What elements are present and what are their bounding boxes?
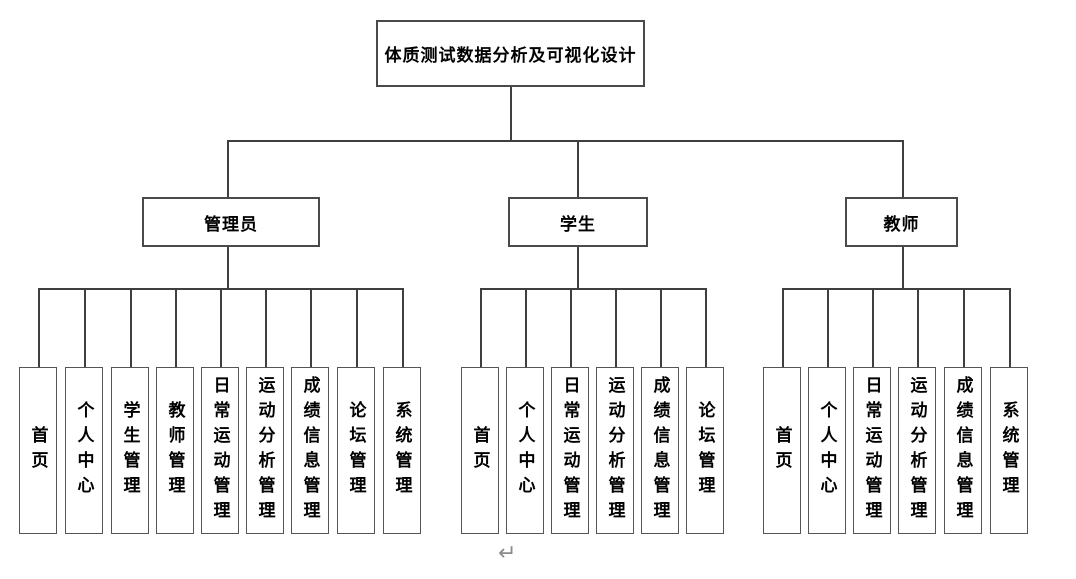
node-label: 日常运动管理 xyxy=(210,375,230,526)
node-label: 运动分析管理 xyxy=(605,375,625,526)
connector-leaf-drop xyxy=(480,288,482,368)
node-label: 成绩信息管理 xyxy=(953,375,973,526)
node-teacher-profile-center: 个人中心 xyxy=(808,367,846,534)
connector-leaf-drop xyxy=(84,288,86,368)
node-student-score-info-mgmt: 成绩信息管理 xyxy=(641,367,679,534)
node-label: 首页 xyxy=(28,425,48,476)
node-admin: 管理员 xyxy=(142,197,320,247)
connector-leaf-drop xyxy=(615,288,617,368)
node-label: 论坛管理 xyxy=(346,400,366,501)
connector-leaf-drop xyxy=(356,288,358,368)
connector-student-bus xyxy=(480,288,706,290)
node-teacher-label: 教师 xyxy=(883,214,920,234)
node-teacher-daily-exercise-mgmt: 日常运动管理 xyxy=(853,367,891,534)
node-teacher-system-mgmt: 系统管理 xyxy=(990,367,1028,534)
connector-leaf-drop xyxy=(310,288,312,368)
node-admin-teacher-mgmt: 教师管理 xyxy=(156,367,194,534)
connector-leaf-drop xyxy=(402,288,404,368)
node-admin-score-info-mgmt: 成绩信息管理 xyxy=(291,367,329,534)
connector-leaf-drop xyxy=(265,288,267,368)
node-label: 日常运动管理 xyxy=(560,375,580,526)
node-label: 个人中心 xyxy=(515,400,535,501)
connector-leaf-drop xyxy=(38,288,40,368)
connector-leaf-drop xyxy=(525,288,527,368)
connector-leaf-drop xyxy=(782,288,784,368)
node-label: 运动分析管理 xyxy=(255,375,275,526)
node-admin-exercise-analysis-mgmt: 运动分析管理 xyxy=(246,367,284,534)
node-label: 论坛管理 xyxy=(695,400,715,501)
paragraph-return-mark: ↵ xyxy=(498,540,517,565)
node-label: 个人中心 xyxy=(817,400,837,501)
connector-leaf-drop xyxy=(827,288,829,368)
node-student-label: 学生 xyxy=(560,214,596,234)
connector-leaf-drop xyxy=(175,288,177,368)
connector-leaf-drop xyxy=(872,288,874,368)
connector-leaf-drop xyxy=(570,288,572,368)
node-admin-student-mgmt: 学生管理 xyxy=(111,367,149,534)
connector-root-stem xyxy=(510,87,512,141)
node-student-daily-exercise-mgmt: 日常运动管理 xyxy=(551,367,589,534)
connector-admin-stem xyxy=(227,246,229,289)
node-student-exercise-analysis-mgmt: 运动分析管理 xyxy=(596,367,634,534)
node-label: 运动分析管理 xyxy=(907,375,927,526)
node-label: 首页 xyxy=(772,425,792,476)
connector-leaf-drop xyxy=(705,288,707,368)
node-teacher: 教师 xyxy=(845,197,958,247)
connector-drop-admin xyxy=(227,140,229,197)
connector-teacher-bus xyxy=(782,288,1010,290)
node-label: 个人中心 xyxy=(74,400,94,501)
node-admin-label: 管理员 xyxy=(204,214,258,234)
node-student-forum-mgmt: 论坛管理 xyxy=(686,367,724,534)
node-admin-daily-exercise-mgmt: 日常运动管理 xyxy=(201,367,239,534)
node-admin-system-mgmt: 系统管理 xyxy=(383,367,421,534)
node-student-profile-center: 个人中心 xyxy=(506,367,544,534)
connector-leaf-drop xyxy=(130,288,132,368)
node-student: 学生 xyxy=(508,197,648,247)
node-label: 系统管理 xyxy=(392,400,412,501)
connector-leaf-drop xyxy=(1009,288,1011,368)
connector-leaf-drop xyxy=(660,288,662,368)
node-student-home: 首页 xyxy=(461,367,499,534)
connector-teacher-stem xyxy=(902,246,904,289)
node-label: 教师管理 xyxy=(165,400,185,501)
node-teacher-exercise-analysis-mgmt: 运动分析管理 xyxy=(898,367,936,534)
connector-leaf-drop xyxy=(220,288,222,368)
node-label: 学生管理 xyxy=(120,400,140,501)
connector-student-stem xyxy=(577,246,579,289)
node-teacher-home: 首页 xyxy=(763,367,801,534)
node-label: 系统管理 xyxy=(999,400,1019,501)
connector-drop-teacher xyxy=(902,140,904,197)
node-teacher-score-info-mgmt: 成绩信息管理 xyxy=(944,367,982,534)
node-root: 体质测试数据分析及可视化设计 xyxy=(376,20,645,87)
connector-leaf-drop xyxy=(963,288,965,368)
node-root-label: 体质测试数据分析及可视化设计 xyxy=(384,46,637,65)
node-admin-profile-center: 个人中心 xyxy=(65,367,103,534)
connector-drop-student xyxy=(577,140,579,197)
node-label: 成绩信息管理 xyxy=(650,375,670,526)
node-label: 日常运动管理 xyxy=(862,375,882,526)
connector-leaf-drop xyxy=(917,288,919,368)
connector-top-bus xyxy=(227,140,904,142)
node-admin-forum-mgmt: 论坛管理 xyxy=(337,367,375,534)
node-admin-home: 首页 xyxy=(19,367,57,534)
node-label: 成绩信息管理 xyxy=(300,375,320,526)
node-label: 首页 xyxy=(470,425,490,476)
